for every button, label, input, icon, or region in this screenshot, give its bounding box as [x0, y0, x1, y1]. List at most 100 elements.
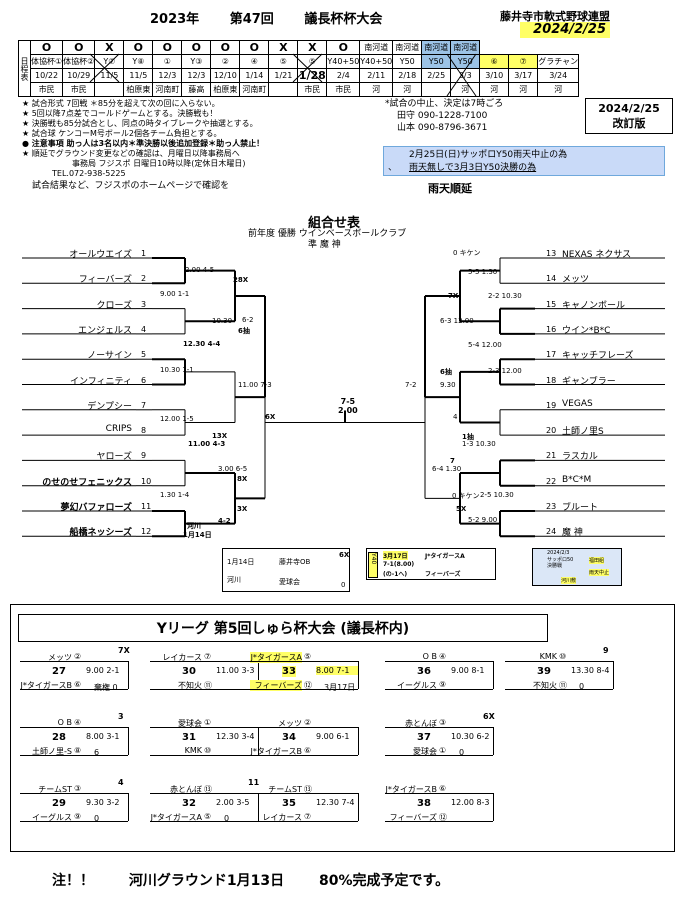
revision-date: 2024/2/25 [520, 22, 610, 38]
notice-box: 2月25日(日)サッポロY50雨天中止の為 雨天無しで3月3日Y50決勝の為 [383, 146, 665, 176]
notice-bullet: 、 [388, 163, 398, 173]
rule-item: ★ 5回以降7点差でコールドゲームとする。決勝戦も！ [22, 109, 218, 118]
team-seed: 14 [546, 274, 557, 284]
yleague-team-a: チームST [268, 785, 302, 794]
schedule-round: 体協杯② [62, 54, 96, 69]
schedule-venue: 河 [479, 82, 510, 97]
rule-item: ★ 決勝戦も85分試合とし、同点の時タイブレークや抽選とする。 [22, 119, 258, 128]
yleague-line [20, 727, 128, 728]
yleague-team-a: レイカース [162, 653, 202, 662]
yleague-team-b: フィーバーズ [389, 813, 437, 822]
yleague-line [385, 821, 493, 822]
rule-item: 試合結果など、フジスポのホームページで確認を [32, 181, 230, 191]
schedule-mark: 南河道 [450, 40, 481, 55]
schedule-date: 3/10 [479, 68, 510, 83]
yleague-team-b: フィーバーズ [250, 680, 302, 691]
yleague-seed-b: ⑪ [204, 681, 212, 690]
yleague-team-a: J*タイガースB [385, 785, 437, 794]
yleague-note: 棄権 0 [94, 683, 118, 692]
schedule-venue [268, 82, 299, 97]
schedule-round: グラチャン [537, 54, 580, 69]
yleague-line [20, 821, 128, 822]
final-score: 7-5 [340, 397, 356, 406]
score-label: 11.00 7-3 [238, 381, 272, 389]
score-label: 6-2 [242, 316, 254, 324]
legend-sapporo-date: 2024/2/3 [547, 550, 570, 556]
score-label: 10.30 [212, 317, 233, 325]
yleague-team-b: 不知火 [178, 681, 202, 690]
team-name-right: メッツ [562, 275, 590, 286]
yleague-note: 0 [94, 814, 100, 823]
contact-yamamoto: 山本 090-8796-3671 [397, 123, 488, 133]
schedule-date: 12/3 [181, 68, 212, 83]
score-label: 2-5 10.30 [480, 491, 514, 499]
yleague-line [150, 793, 258, 794]
team-seed: 20 [546, 426, 557, 436]
yleague-line [150, 755, 258, 756]
schedule-mark: O [181, 40, 212, 55]
score-label: 9.00 1-1 [160, 290, 190, 298]
score-label: 6-3 12.00 [440, 317, 474, 325]
score-label: 0 キケン [453, 249, 481, 257]
schedule-venue: 市民 [62, 82, 96, 97]
yleague-game-number: 39 [537, 666, 551, 677]
team-name-right: 土師ノ里S [562, 427, 604, 438]
yleague-game-result: 8.00 3-1 [86, 732, 120, 741]
yleague-team-b: 不知火 [533, 681, 557, 690]
yleague-note: 0 [459, 748, 465, 757]
footer-text2: 80%完成予定です。 [318, 873, 450, 889]
yleague-game-number: 38 [417, 798, 431, 809]
schedule-venue: 藤高 [181, 82, 212, 97]
team-seed: 1 [141, 249, 147, 258]
yleague-game-number: 28 [52, 732, 66, 743]
legend-y40-tag: Y40 [368, 552, 378, 578]
yleague-line [250, 689, 358, 690]
yleague-line [493, 727, 494, 755]
yleague-game-number: 30 [182, 666, 196, 677]
yleague-game-result: 2.00 3-5 [216, 798, 250, 807]
schedule-round: ④ [239, 54, 270, 69]
team-seed: 5 [141, 350, 147, 360]
year-label: 2023年 [150, 12, 200, 27]
schedule-venue: 市民 [326, 82, 361, 97]
yleague-game-result: 12.30 7-4 [316, 798, 355, 807]
score-label: 12.30 4-4 [183, 340, 221, 348]
team-name-left: フィーバーズ [78, 275, 132, 286]
score-label: 5-2 9.00 [468, 516, 498, 524]
team-name-right: ギャンブラー [562, 376, 616, 387]
yleague-game-number: 32 [182, 798, 196, 809]
legend-mark: 6X [339, 551, 350, 559]
schedule-venue: 市民 [29, 82, 64, 97]
yleague-extra: 9 [603, 646, 609, 655]
yleague-seed-b: ⑥ [74, 680, 82, 689]
yleague-extra: 11 [248, 778, 260, 787]
yleague-seed-b: ⑫ [439, 813, 447, 822]
yleague-seed-a: ① [204, 718, 212, 727]
schedule-round: 体協杯① [29, 54, 64, 69]
team-name-left: クローズ [96, 300, 132, 311]
legend-mark2: 0 [341, 581, 346, 589]
score-label: 9.30 [440, 381, 456, 389]
score-label: 1月14日 [183, 531, 212, 539]
yleague-seed-a: ⑦ [204, 652, 212, 661]
yleague-seed-a: ③ [439, 718, 447, 727]
legend-box-sapporo: 2024/2/3 サッポロ50 決勝戦 福田組 雨天中止 河川敷 [532, 548, 622, 586]
yleague-line [250, 661, 358, 662]
team-seed: 2 [141, 274, 147, 284]
yleague-line [613, 661, 614, 689]
revision-date-box: 2024/2/25 [598, 102, 660, 115]
schedule-venue: 柏原東 [123, 82, 154, 97]
legend-y40-date: 3月17日 [383, 551, 408, 560]
schedule-round: ⑤ [268, 54, 299, 69]
yleague-game-result: 13.30 8-4 [571, 666, 610, 675]
team-seed: 11 [141, 502, 152, 511]
yleague-team-b: 愛球会 [413, 747, 437, 756]
score-label: 6-4 1.30 [432, 465, 462, 473]
team-seed: 17 [546, 350, 557, 360]
schedule-row-label: 日程表 [18, 40, 31, 97]
schedule-round: Y40+50 [326, 54, 361, 69]
yleague-line [250, 821, 358, 822]
